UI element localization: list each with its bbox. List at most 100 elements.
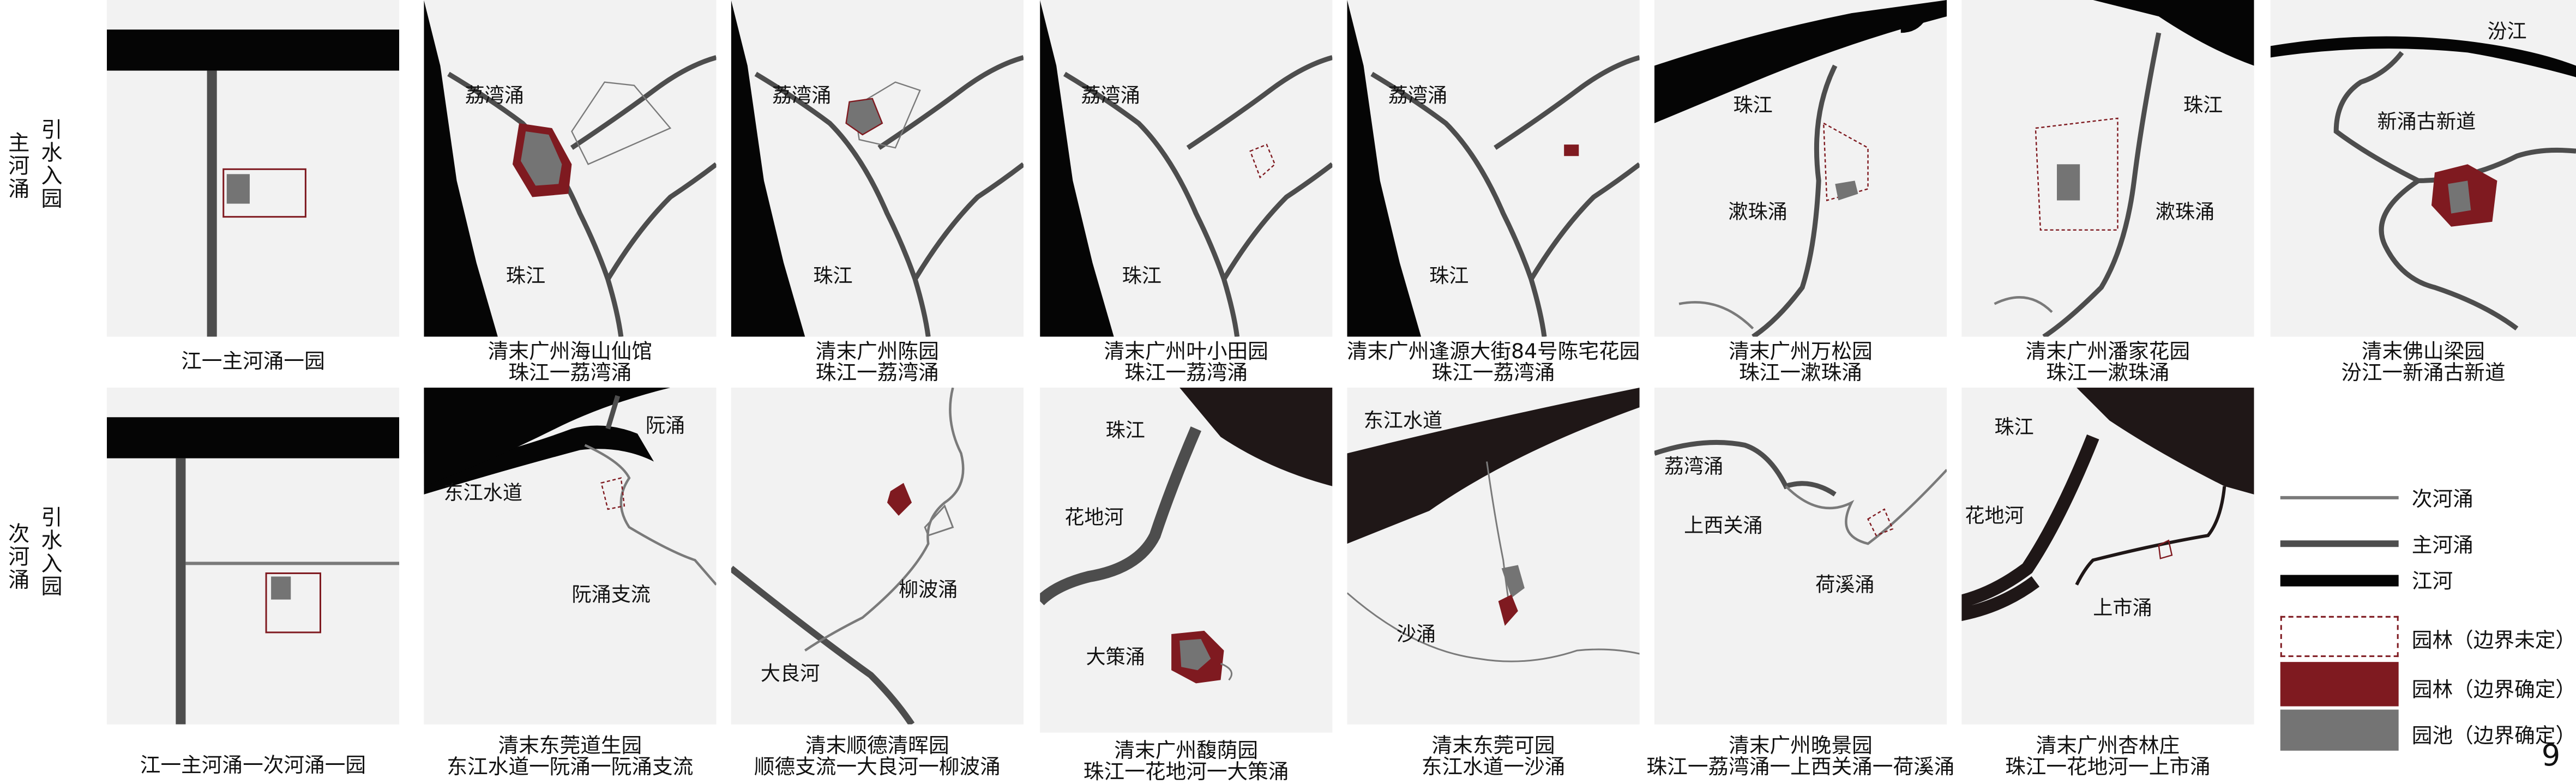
caption: 清末广州海山仙馆珠江一荔湾涌 [424,340,716,383]
caption-line: 珠江一荔湾涌 [1431,359,1555,384]
secondary-creek [571,81,672,165]
caption-line: 清末东莞可园 [1431,732,1555,757]
map-feature [1063,71,1240,337]
map-feature [1529,162,1640,281]
map-feature [1179,388,1333,486]
map-feature [1498,594,1518,626]
caption-line: 清末广州叶小田园 [1104,338,1268,363]
map-feature [1347,592,1640,662]
caption-line: 珠江一花地河一大策涌 [1083,758,1289,784]
map-label: 荔湾涌 [1388,83,1447,107]
caption: 清末东莞道生园东江水道一阮涌一阮涌支流 [407,734,733,777]
map-feature [1654,439,1837,497]
caption-line: 江一主河涌一园 [181,348,325,373]
map-label: 花地河 [1965,504,2024,527]
river [424,388,671,486]
river [2270,36,2576,77]
map-feature [2333,51,2519,331]
pond [521,131,562,186]
map-feature [265,572,322,634]
river [106,29,400,71]
garden [845,98,883,136]
map-label: 大良河 [761,661,820,685]
caption-line: 清末广州晚景园 [1729,732,1873,757]
map-feature [570,55,717,150]
map-feature [1220,662,1233,681]
map-chen-yuan: 荔湾涌 珠江 [731,0,1024,337]
map-feature [1179,638,1211,671]
secondary-creek-line-icon [2280,496,2399,499]
caption-line: 清末广州万松园 [1729,338,1873,363]
label-liwanchong: 荔湾涌 [465,83,524,107]
legend-item: 园池（边界确定） [2280,709,2576,751]
map-feature [924,504,954,537]
garden-dashed [1249,143,1276,179]
legend-item: 江河 [2280,563,2576,596]
caption-line: 汾江一新涌古新道 [2341,359,2506,384]
legend-item: 园林（边界确定） [2280,659,2576,707]
map-label: 漱珠涌 [1728,200,1787,224]
caption-line: 珠江一荔湾涌 [1124,359,1248,384]
river [1654,0,1947,123]
pond-solid-box-icon [2280,709,2399,751]
map-feature [1867,508,1894,536]
map-feature [2075,486,2226,586]
map-wansong-yuan: 珠江 漱珠涌 [1654,0,1947,337]
map-label: 荔湾涌 [1081,83,1140,107]
map-ye-xiaotian-yuan: 荔湾涌 珠江 [1040,0,1333,337]
row2-sub-label: 引水入园 [36,505,61,598]
map-feature [1994,296,2053,313]
garden-dashed-box-icon [2280,616,2399,658]
caption: 清末广州逢源大街84号陈宅花园珠江一荔湾涌 [1322,340,1664,383]
map-daosheng-yuan: 阮涌 东江水道 阮涌支流 [424,388,717,725]
map-label: 汾江 [2487,19,2526,43]
map-chen-zhai-huayuan: 荔湾涌 珠江 [1347,0,1640,337]
garden [1564,144,1579,156]
caption-line: 珠江一荔湾涌 [508,359,632,384]
main-creek-line-icon [2280,540,2399,547]
map-xinglin-zhuang: 珠江 花地河 上市涌 [1961,388,2254,725]
map-feature [1186,55,1333,150]
map-feature [1961,434,2099,622]
map-feature [887,483,912,516]
map-feature [804,388,965,652]
caption-line: 珠江一荔湾涌一上西关涌一荷溪涌 [1646,753,1955,779]
main-creek [447,71,624,337]
caption-line: 东江水道一沙涌 [1421,753,1566,779]
caption-line: 清末顺德清晖园 [805,732,949,757]
page-number: 9 [2541,739,2561,774]
caption-line: 清末东莞道生园 [498,732,642,757]
garden-outline [222,168,306,218]
map-label: 珠江 [813,264,852,287]
map-label: 沙涌 [1397,622,1436,646]
map-qinghui-yuan: 柳波涌 大良河 [731,388,1024,725]
map-feature [1785,469,1947,545]
caption: 江一主河涌一次河涌一园 [107,754,399,775]
caption: 清末广州叶小田园珠江一荔湾涌 [1040,340,1332,383]
map-liang-yuan: 汾江 新涌古新道 [2270,0,2576,337]
map-feature [1040,426,1202,606]
map-label: 漱珠涌 [2156,200,2214,224]
caption-line: 珠江一漱珠涌 [1739,359,1863,384]
river [424,0,498,337]
map-wanjing-yuan: 荔湾涌 上西关涌 荷溪涌 [1654,388,1947,725]
map-label: 大策涌 [1086,645,1145,668]
map-feature [2448,180,2471,214]
caption: 清末广州晚景园珠江一荔湾涌一上西关涌一荷溪涌 [1622,734,1980,777]
legend-item: 主河涌 [2280,527,2576,560]
map-feature [1370,71,1547,337]
caption: 清末广州万松园珠江一漱珠涌 [1654,340,1947,383]
map-panjia-huayuan: 珠江 漱珠涌 [1961,0,2254,337]
map-feature [1501,565,1525,598]
river-line-icon [2280,575,2399,587]
map-label: 荷溪涌 [1815,573,1874,596]
map-label: 珠江 [1429,264,1468,287]
map-feature [1835,180,1858,201]
caption-line: 珠江一花地河一上市涌 [2005,753,2211,779]
map-feature [2035,117,2118,231]
map-label: 上市涌 [2093,596,2152,619]
map-feature [2057,164,2080,201]
secondary-creek [185,562,400,565]
map-feature [731,0,805,337]
